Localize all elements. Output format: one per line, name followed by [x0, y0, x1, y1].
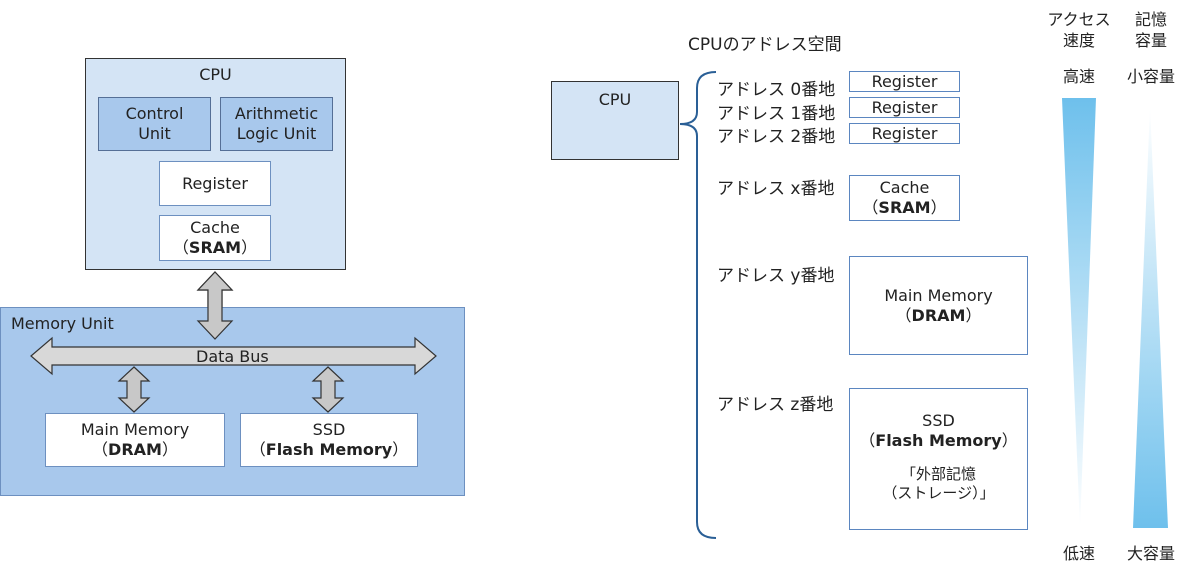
address-z-label: アドレス z番地: [717, 395, 834, 415]
cache-sram-label: SRAM: [188, 238, 242, 257]
data-bus-label: Data Bus: [196, 347, 269, 366]
storage-capacity-heading-line1: 記憶: [1134, 10, 1167, 29]
register-2-box: Register: [849, 123, 960, 144]
ssd-box: SSD （Flash Memory）: [240, 413, 418, 467]
alu-box: Arithmetic Logic Unit: [220, 97, 333, 151]
right-flash-memory-label: Flash Memory: [875, 431, 1002, 450]
control-unit-line2: Unit: [138, 124, 171, 143]
address-x-label: アドレス x番地: [717, 179, 835, 199]
cache-box: Cache （SRAM）: [159, 215, 271, 261]
address-0-label: アドレス 0番地: [717, 80, 836, 100]
ssd-type: （Flash Memory）: [249, 440, 409, 459]
speed-fast-label: 高速: [1062, 67, 1095, 86]
register-1-box: Register: [849, 97, 960, 118]
right-cpu-label: CPU: [598, 90, 632, 109]
right-cache-box: Cache （SRAM）: [849, 175, 960, 221]
dram-label: DRAM: [108, 440, 162, 459]
cache-label: Cache: [190, 218, 240, 237]
address-y-label: アドレス y番地: [717, 266, 835, 286]
register-label: Register: [182, 173, 248, 193]
register-2-label: Register: [871, 123, 938, 143]
memory-unit-title: Memory Unit: [11, 314, 114, 333]
main-memory-type: （DRAM）: [92, 440, 178, 459]
flash-memory-label: Flash Memory: [265, 440, 393, 459]
address-brace: [679, 71, 717, 539]
access-speed-heading-line2: 速度: [1062, 31, 1095, 50]
access-speed-heading: アクセス 速度: [1040, 9, 1118, 51]
cpu-title: CPU: [199, 65, 232, 84]
right-main-memory-type: （DRAM）: [895, 305, 982, 325]
control-unit-line1: Control: [125, 104, 184, 123]
main-memory-box: Main Memory （DRAM）: [45, 413, 225, 467]
address-2-label: アドレス 2番地: [717, 127, 836, 147]
storage-capacity-heading: 記憶 容量: [1112, 9, 1190, 51]
right-ssd-box: SSD （Flash Memory） 「外部記憶 （ストレージ）」: [849, 388, 1028, 530]
alu-line2: Logic Unit: [236, 124, 317, 143]
external-storage-note-line2: （ストレージ）」: [882, 484, 995, 502]
control-unit-box: Control Unit: [98, 97, 211, 151]
alu-line1: Arithmetic: [234, 104, 319, 123]
right-main-memory-label: Main Memory: [884, 285, 993, 305]
register-0-box: Register: [849, 71, 960, 92]
speed-slow-label: 低速: [1062, 544, 1095, 563]
address-space-heading: CPUのアドレス空間: [688, 35, 842, 55]
register-1-label: Register: [871, 97, 938, 117]
right-sram-label: SRAM: [878, 198, 931, 217]
capacity-large-label: 大容量: [1126, 544, 1175, 563]
capacity-gradient-triangle: [1133, 106, 1168, 528]
right-ssd-type: （Flash Memory）: [859, 431, 1018, 450]
right-cpu-box: CPU: [551, 81, 679, 160]
access-speed-heading-line1: アクセス: [1047, 10, 1111, 29]
speed-gradient-triangle: [1062, 98, 1096, 528]
register-0-label: Register: [871, 71, 938, 91]
external-storage-note-line1: 「外部記憶: [900, 465, 976, 483]
cache-type: （SRAM）: [172, 238, 258, 257]
capacity-small-label: 小容量: [1126, 67, 1175, 86]
right-dram-label: DRAM: [911, 305, 966, 325]
right-main-memory-box: Main Memory （DRAM）: [849, 256, 1028, 355]
right-cache-label: Cache: [879, 178, 930, 197]
storage-capacity-heading-line2: 容量: [1134, 31, 1167, 50]
right-cache-type: （SRAM）: [862, 198, 947, 217]
memory-unit-block: [0, 307, 465, 496]
right-ssd-label: SSD: [922, 411, 955, 430]
main-memory-label: Main Memory: [80, 420, 190, 439]
register-box: Register: [159, 161, 271, 206]
ssd-label: SSD: [312, 420, 346, 439]
address-1-label: アドレス 1番地: [717, 104, 836, 124]
